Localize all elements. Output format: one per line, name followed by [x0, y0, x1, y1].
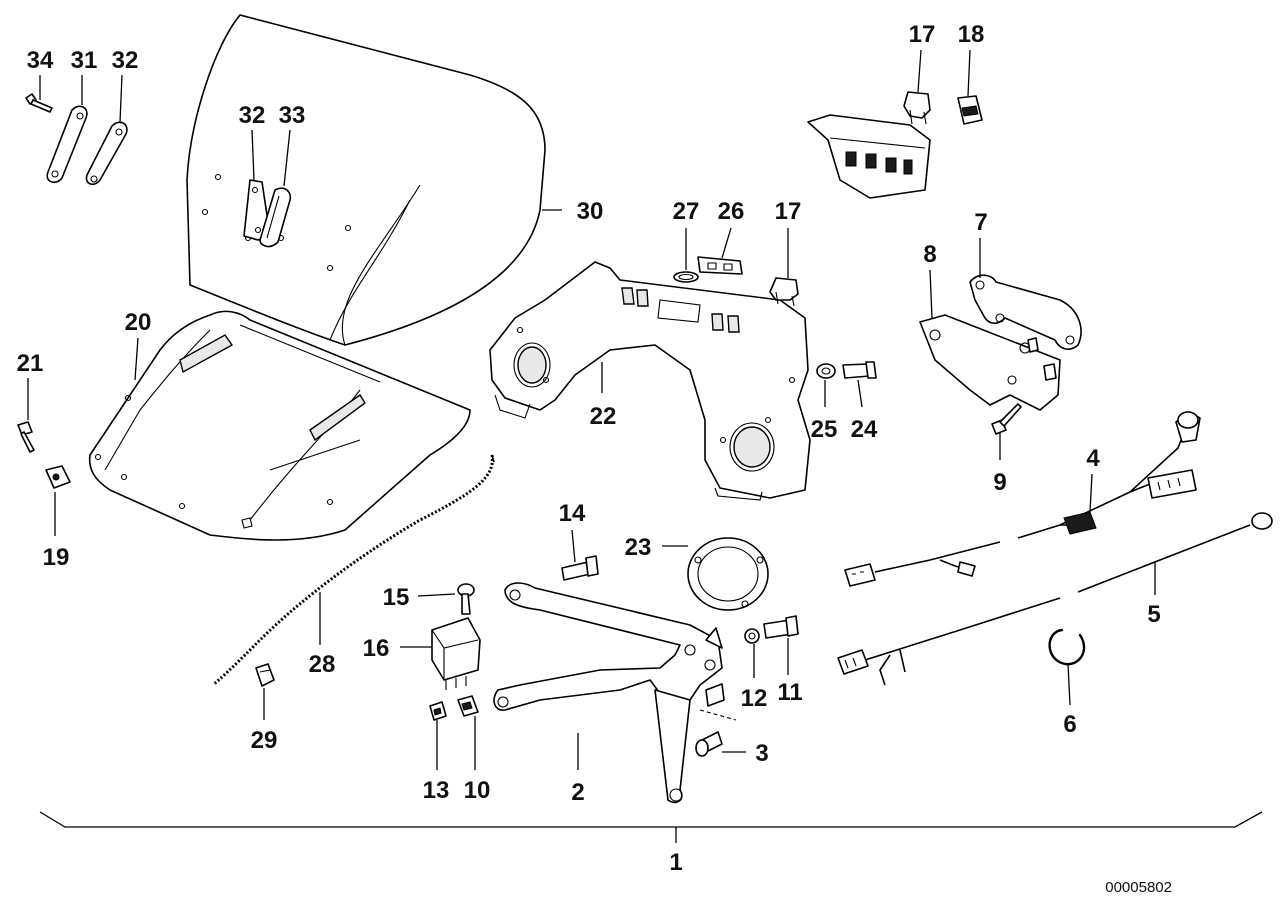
fairing-cowl[interactable]	[88, 310, 471, 541]
callout-27: 27	[673, 198, 700, 225]
callout-9: 9	[993, 469, 1006, 496]
callout-21: 21	[17, 350, 44, 377]
clip-29[interactable]	[255, 663, 275, 687]
circlip-6[interactable]	[1048, 628, 1086, 666]
callout-32-left: 32	[112, 47, 139, 74]
callout-34: 34	[27, 47, 54, 74]
screw-9[interactable]	[991, 403, 1022, 435]
callout-5: 5	[1147, 601, 1160, 628]
callout-14: 14	[559, 500, 586, 527]
callout-1: 1	[669, 849, 682, 876]
grommet-27[interactable]	[673, 271, 699, 283]
bracket-8[interactable]	[919, 314, 1061, 411]
callout-10: 10	[464, 777, 491, 804]
callout-3: 3	[755, 740, 768, 767]
switch-18[interactable]	[957, 95, 983, 125]
callout-26: 26	[718, 198, 745, 225]
callout-20: 20	[125, 309, 152, 336]
clip-17-top[interactable]	[903, 91, 931, 125]
bolt-3[interactable]	[695, 731, 723, 757]
wiring-harness-4[interactable]	[844, 411, 1201, 587]
callout-11: 11	[777, 679, 802, 706]
callout-4: 4	[1086, 445, 1100, 472]
drawing-reference-number: 00005802	[1105, 879, 1172, 896]
speaker-ring-23[interactable]	[687, 537, 769, 611]
callout-28: 28	[309, 651, 336, 678]
callout-25: 25	[811, 416, 838, 443]
screw-21[interactable]	[17, 421, 35, 453]
wiring-harness-5[interactable]	[837, 512, 1273, 686]
callout-22: 22	[590, 403, 617, 430]
callout-18: 18	[958, 21, 985, 48]
callout-19: 19	[43, 544, 70, 571]
clip-17-center[interactable]	[769, 277, 799, 307]
callout-7: 7	[974, 209, 987, 236]
washer-12[interactable]	[744, 628, 760, 644]
clip-nut-19[interactable]	[45, 465, 71, 489]
callout-31: 31	[71, 47, 98, 74]
instrument-carrier-22[interactable]	[489, 261, 811, 501]
callout-32-windshield: 32	[239, 102, 266, 129]
support-bracket-2[interactable]	[493, 582, 737, 804]
callout-29: 29	[251, 727, 278, 754]
leader-lines	[27, 49, 1263, 843]
callout-17-center: 17	[775, 198, 802, 225]
plate-32[interactable]	[85, 121, 128, 186]
screw-34[interactable]	[25, 93, 53, 113]
callout-13: 13	[423, 777, 450, 804]
callout-15: 15	[383, 584, 410, 611]
clip-10[interactable]	[457, 695, 479, 717]
callout-24: 24	[851, 416, 878, 443]
windshield[interactable]	[186, 14, 546, 346]
bolt-14[interactable]	[561, 555, 599, 581]
callout-33: 33	[279, 102, 306, 129]
relay-16[interactable]	[431, 617, 481, 690]
callout-17-top: 17	[909, 21, 936, 48]
bracket-7[interactable]	[969, 274, 1082, 350]
plate-31[interactable]	[46, 105, 88, 184]
callout-23: 23	[625, 534, 652, 561]
bolt-24[interactable]	[842, 361, 877, 379]
callout-12: 12	[741, 685, 768, 712]
washer-25[interactable]	[816, 363, 836, 379]
clip-13[interactable]	[429, 701, 447, 721]
callout-2: 2	[571, 779, 584, 806]
screw-15[interactable]	[457, 583, 475, 615]
switch-cover[interactable]	[807, 114, 931, 199]
cover-26[interactable]	[697, 256, 743, 275]
shim-plate-33[interactable]	[259, 187, 292, 248]
callout-8: 8	[923, 241, 936, 268]
callout-16: 16	[363, 635, 390, 662]
bolt-11[interactable]	[763, 615, 799, 639]
callout-30: 30	[577, 198, 604, 225]
callout-6: 6	[1063, 711, 1076, 738]
spring-cable-28[interactable]	[213, 454, 495, 686]
callout-labels: 34 31 32 32 33 30 20 21 19 28 29 15 16 1…	[17, 21, 1161, 876]
